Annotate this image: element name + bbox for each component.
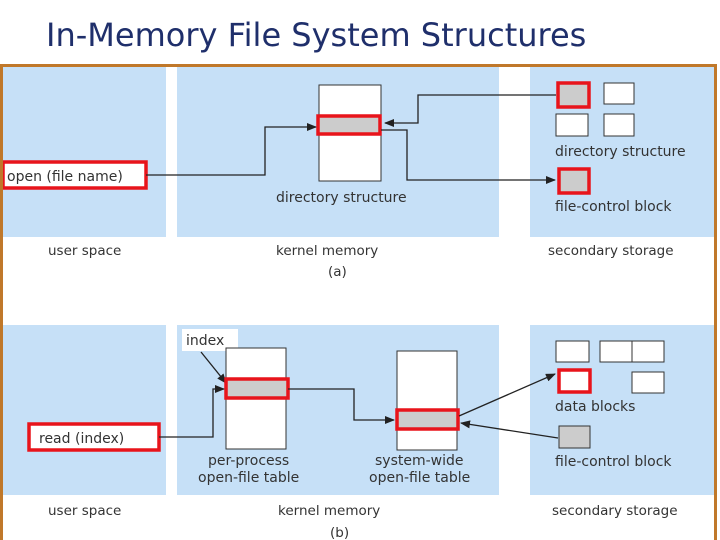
secondary-storage-label-a: secondary storage [548, 243, 674, 259]
directory-entry-highlight [316, 114, 382, 136]
read-call-label: read (index) [39, 431, 124, 447]
open-call-label: open (file name) [7, 169, 123, 185]
per-process-to-system-wide-arrow [288, 388, 395, 424]
directory-disk-to-memory-arrow [384, 94, 556, 127]
user-space-label-b: user space [48, 503, 121, 519]
per-process-label-line2: open-file table [198, 470, 299, 486]
per-process-label-line1: per-process [208, 453, 289, 469]
file-control-block-b [558, 425, 591, 449]
diagram-frame: open (file name) directory structure dir… [0, 64, 717, 540]
directory-block [603, 82, 635, 105]
system-wide-to-data-block-arrow [458, 373, 556, 417]
file-system-diagram: open (file name) directory structure dir… [3, 67, 714, 540]
file-control-block-label-b: file-control block [555, 454, 672, 470]
fcb-to-system-wide-arrow [460, 420, 559, 439]
panel-b-caption: (b) [330, 525, 349, 540]
system-wide-entry-highlight [395, 408, 460, 431]
directory-to-fcb-arrow [381, 129, 556, 184]
user-space-region-a [3, 67, 166, 237]
data-block [631, 371, 665, 394]
data-block [599, 340, 633, 363]
data-block-highlighted [557, 368, 592, 394]
directory-block [603, 113, 635, 137]
user-space-label-a: user space [48, 243, 121, 259]
read-to-per-process-arrow [159, 385, 225, 438]
index-label-box [182, 329, 238, 351]
system-wide-label-line1: system-wide [375, 453, 464, 469]
user-space-region-b [3, 325, 166, 495]
index-label: index [186, 333, 224, 349]
data-block [631, 340, 665, 363]
data-block [555, 340, 590, 363]
directory-structure-memory-label: directory structure [276, 190, 407, 206]
panel-a-caption: (a) [328, 264, 347, 280]
kernel-memory-label-a: kernel memory [276, 243, 378, 259]
system-wide-open-file-table [396, 350, 458, 451]
file-control-block-highlighted [557, 167, 591, 195]
directory-block-highlighted [556, 81, 591, 109]
secondary-storage-label-b: secondary storage [552, 503, 678, 519]
data-blocks-label: data blocks [555, 399, 635, 415]
read-call-highlight [27, 422, 161, 452]
directory-block [555, 113, 589, 137]
directory-structure-disk-label: directory structure [555, 144, 686, 160]
per-process-entry-highlight [224, 377, 290, 400]
system-wide-label-line2: open-file table [369, 470, 470, 486]
slide-title: In-Memory File System Structures [46, 16, 587, 54]
open-to-directory-arrow [146, 123, 317, 176]
kernel-memory-label-b: kernel memory [278, 503, 380, 519]
index-pointer-arrow [200, 351, 227, 384]
file-control-block-label-a: file-control block [555, 199, 672, 215]
